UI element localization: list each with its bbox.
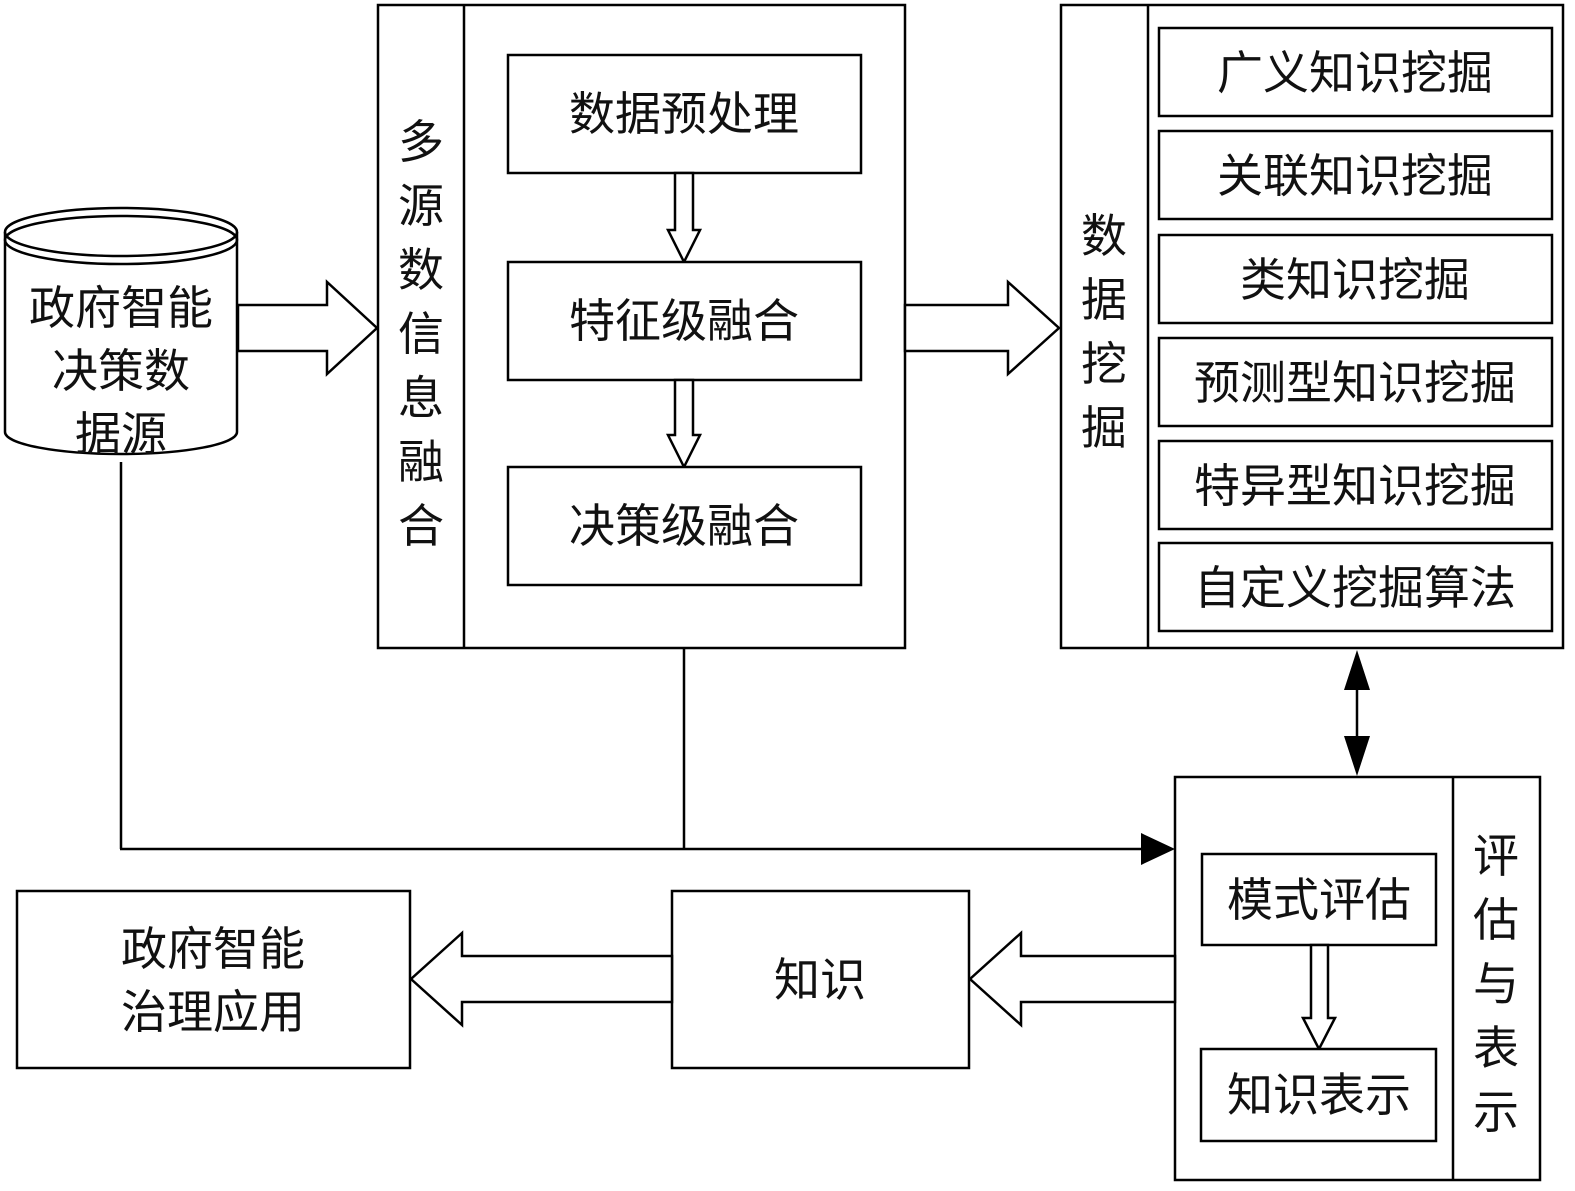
svg-text:评: 评 — [1473, 829, 1519, 883]
mining-item-class — [1157, 233, 1554, 325]
mining-module: 数 据 挖 掘 广义知识挖掘 关联知识挖掘 类知识挖掘 预测型知识挖掘 特异型知… — [1059, 3, 1565, 650]
evaluation-step-representation-label: 知识表示 — [1227, 1068, 1411, 1122]
mining-title: 数 据 挖 掘 — [1081, 209, 1127, 455]
fusion-step-decision — [506, 465, 863, 587]
source-line-3: 据源 — [75, 407, 167, 461]
mining-item-generalized-label: 广义知识挖掘 — [1217, 46, 1493, 100]
svg-text:掘: 掘 — [1081, 401, 1127, 455]
mining-item-custom — [1157, 541, 1554, 633]
feature-to-decision-arrow — [665, 378, 703, 470]
fusion-to-mining-arrow — [903, 279, 1061, 377]
mining-item-association — [1157, 129, 1554, 221]
svg-text:数: 数 — [1081, 209, 1127, 263]
svg-text:示: 示 — [1473, 1085, 1519, 1139]
data-source-cylinder: 政府智能 决策数 据源 — [3, 206, 239, 461]
svg-text:息: 息 — [398, 371, 444, 425]
mining-item-class-label: 类知识挖掘 — [1240, 253, 1470, 307]
mining-item-anomaly — [1157, 439, 1554, 531]
pattern-to-representation-arrow — [1300, 943, 1338, 1052]
svg-text:融: 融 — [398, 435, 444, 489]
preprocess-to-feature-arrow — [665, 171, 703, 265]
source-line-2: 决策数 — [52, 344, 190, 398]
application-line-1: 政府智能 — [121, 922, 305, 976]
knowledge-box — [670, 889, 971, 1070]
svg-text:源: 源 — [398, 179, 444, 233]
knowledge-label: 知识 — [774, 953, 866, 1007]
mining-evaluation-double-arrow — [1344, 650, 1370, 776]
svg-text:表: 表 — [1473, 1021, 1519, 1075]
fusion-title: 多 源 数 信 息 融 合 — [398, 115, 444, 553]
fusion-step-feature — [506, 260, 863, 382]
evaluation-step-representation — [1199, 1047, 1438, 1143]
fusion-step-feature-label: 特征级融合 — [569, 294, 799, 348]
mining-item-generalized — [1157, 26, 1554, 118]
fusion-module: 多 源 数 信 息 融 合 数据预处理 特征级融合 决策级融合 — [376, 3, 907, 650]
fusion-step-preprocess-label: 数据预处理 — [569, 87, 799, 141]
svg-text:估: 估 — [1473, 893, 1519, 947]
svg-text:合: 合 — [398, 499, 444, 553]
application-box — [15, 889, 412, 1070]
mining-item-association-label: 关联知识挖掘 — [1217, 149, 1493, 203]
svg-text:多: 多 — [398, 115, 444, 169]
mining-item-predictive-label: 预测型知识挖掘 — [1194, 356, 1516, 410]
svg-text:数: 数 — [398, 243, 444, 297]
application-line-2: 治理应用 — [121, 985, 305, 1039]
mining-item-custom-label: 自定义挖掘算法 — [1194, 561, 1516, 615]
svg-text:与: 与 — [1473, 957, 1519, 1011]
mining-item-anomaly-label: 特异型知识挖掘 — [1194, 459, 1516, 513]
evaluation-title: 评 估 与 表 示 — [1473, 829, 1519, 1139]
mining-item-predictive — [1157, 336, 1554, 428]
fusion-step-decision-label: 决策级融合 — [569, 499, 799, 553]
evaluation-to-knowledge-arrow — [968, 930, 1177, 1028]
knowledge-to-application-arrow — [409, 930, 674, 1028]
source-line-1: 政府智能 — [29, 281, 213, 335]
svg-text:挖: 挖 — [1081, 337, 1127, 391]
evaluation-step-pattern-label: 模式评估 — [1227, 873, 1411, 927]
svg-text:信: 信 — [398, 307, 444, 361]
source-to-fusion-arrow — [236, 279, 379, 377]
evaluation-module: 评 估 与 表 示 模式评估 知识表示 — [1173, 775, 1542, 1182]
feedback-connector — [119, 462, 1175, 865]
svg-text:据: 据 — [1081, 273, 1127, 327]
evaluation-step-pattern — [1200, 852, 1438, 947]
